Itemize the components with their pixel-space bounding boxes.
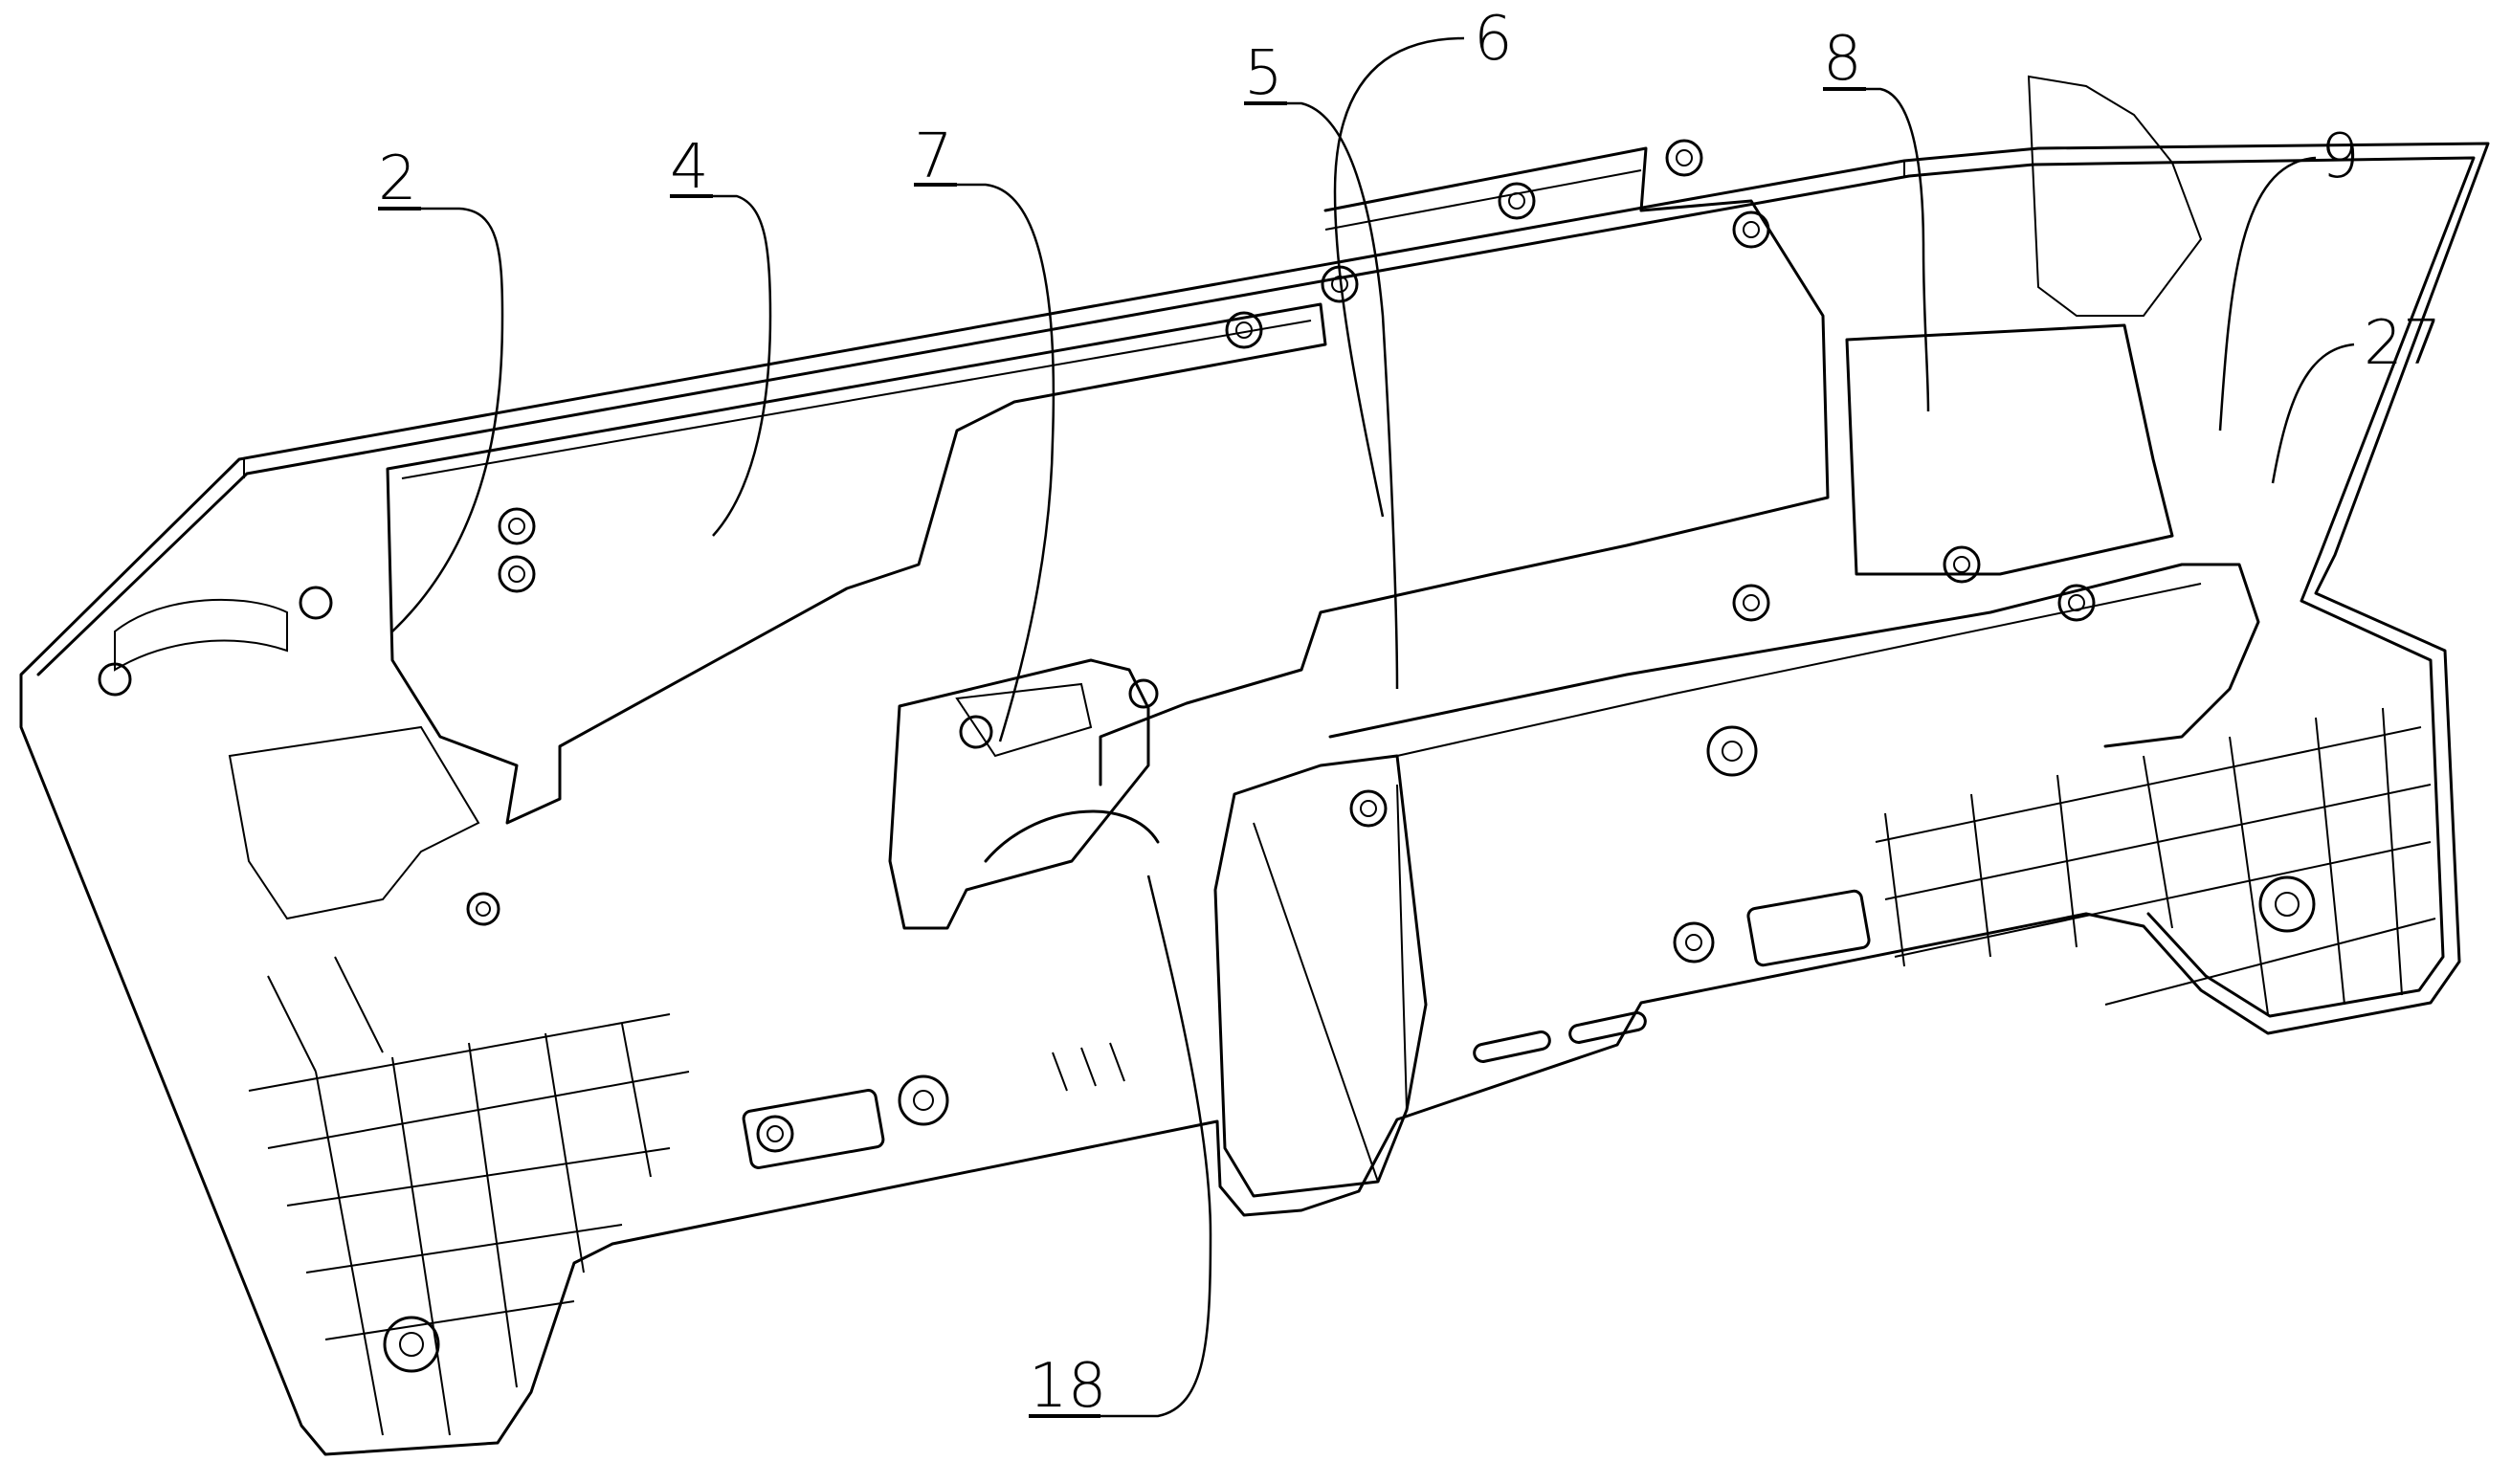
- inner-tray-6: [1099, 146, 1830, 786]
- inner-tray-4: [386, 302, 1327, 825]
- bracket-7: [888, 658, 1160, 930]
- label-9: 9: [2321, 122, 2360, 192]
- leader-4: [670, 194, 772, 537]
- label-18: 18: [1029, 1351, 1106, 1422]
- label-8: 8: [1823, 24, 1862, 95]
- slots: [742, 889, 1871, 1169]
- label-27: 27: [2364, 308, 2441, 379]
- leader-18: [1053, 875, 1212, 1418]
- rib-grid-left: [248, 1013, 690, 1436]
- leader-lines: [378, 36, 2355, 1418]
- leader-5: [1249, 101, 1399, 690]
- reference-labels: 2 4 7 5 6 8 9 27 18: [378, 4, 2441, 1422]
- leader-9: [2218, 156, 2317, 432]
- left-features: [98, 586, 480, 1073]
- housing-outline: [19, 142, 2490, 1456]
- leader-7: [914, 183, 1056, 742]
- channel-5: [1213, 563, 2260, 1198]
- label-7: 7: [914, 122, 953, 192]
- leader-8: [1828, 87, 1930, 412]
- leader-27: [2271, 343, 2355, 484]
- label-4: 4: [670, 132, 709, 203]
- label-2: 2: [378, 144, 417, 214]
- leader-6: [1333, 36, 1465, 518]
- rib-grid-right: [1875, 707, 2436, 1015]
- label-6: 6: [1474, 4, 1513, 75]
- screw-bosses: [466, 139, 2096, 1153]
- leader-2: [378, 207, 504, 632]
- label-5: 5: [1244, 38, 1283, 109]
- compartment-8: [1845, 75, 2203, 576]
